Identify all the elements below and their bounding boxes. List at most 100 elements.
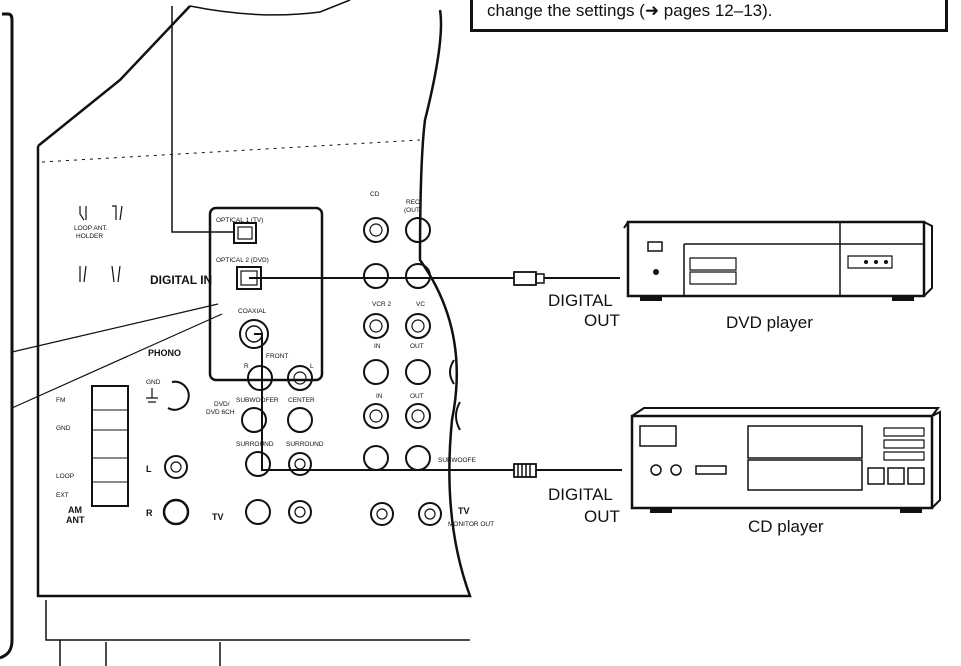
coaxial-jack	[239, 319, 269, 349]
optical1-jack	[233, 222, 257, 244]
tv-monitor-label: TV	[458, 506, 470, 516]
dvd-tray	[847, 255, 893, 269]
cd-player-label: CD player	[748, 517, 824, 536]
surround-l-jack-inner	[294, 458, 306, 470]
dvd-indicator	[653, 269, 659, 275]
cd-r-jack	[363, 217, 389, 243]
coaxial-cable-cd	[254, 333, 514, 471]
callout-bracket	[0, 12, 14, 660]
rec-out-r-jack	[405, 217, 431, 243]
vcr1-in-r-jack	[363, 359, 389, 385]
cd-tray-upper	[747, 425, 863, 459]
optical-plug-dvd	[513, 271, 537, 286]
front-r-jack	[247, 365, 273, 391]
subwoofer-out-label: SUBWOOFE	[438, 457, 477, 464]
dvd-digital-out-label-2: OUT	[584, 311, 620, 330]
dvd-foot-right	[892, 296, 914, 301]
tv-in-l-jack-inner	[170, 461, 182, 473]
settings-note-box: change the settings (➜ pages 12–13).	[470, 0, 948, 32]
vcr2-in-label: IN	[374, 343, 381, 350]
cd-digital-out-label-1: DIGITAL	[548, 485, 613, 504]
am-ant-label-1: AM	[68, 505, 82, 515]
loop-ant-holder-label-1: LOOP ANT.	[74, 225, 108, 232]
tv-l-label: L	[146, 464, 152, 474]
dvd-r-jack	[245, 499, 271, 525]
vcr1-out-l-jack	[405, 403, 431, 429]
cd-digital-out-label-2: OUT	[584, 507, 620, 526]
loop-label: LOOP	[56, 473, 74, 480]
coaxial-plug-grip	[517, 464, 531, 477]
cd-player-top	[631, 407, 941, 509]
cd-r-jack-inner	[369, 223, 383, 237]
dvd-display	[689, 257, 737, 285]
tv-monitor-out-jack	[418, 502, 442, 526]
cd-slot	[695, 465, 727, 475]
dvd-label: DVD/	[214, 401, 230, 408]
dvd-player-label: DVD player	[726, 313, 813, 332]
dvd-l-jack-inner	[294, 506, 306, 518]
dvd-player	[626, 220, 926, 298]
cd-label: CD	[370, 191, 380, 198]
am-ant-label-2: ANT	[66, 515, 85, 525]
cd-foot-left	[650, 508, 672, 513]
monitor-out-label: MONITOR OUT	[448, 521, 494, 528]
loop-ant-holder-marks	[79, 205, 123, 283]
dvd-power-button	[647, 241, 663, 252]
surround-l-label: SURROUND	[286, 441, 324, 448]
vcr2-out-label: OUT	[410, 343, 424, 350]
coaxial-label: COAXIAL	[238, 308, 267, 315]
cd-knob-2	[670, 464, 682, 476]
tv-monitor-out-jack-inner	[424, 508, 436, 520]
vcr1-in-l-jack-inner	[369, 409, 383, 423]
front-l-label: L	[310, 363, 314, 370]
tv-in-r-jack	[162, 498, 190, 526]
vcr1-in-label: IN	[376, 393, 383, 400]
surround-l-jack	[288, 452, 312, 476]
tv-monitor-in-jack	[370, 502, 394, 526]
dvd-button-2	[874, 260, 878, 264]
cd-foot-right	[900, 508, 922, 513]
surround-r-jack	[245, 451, 271, 477]
dvd-player-edge	[623, 221, 933, 297]
dvd-digital-out-label-1: DIGITAL	[548, 291, 613, 310]
tv-r-label: R	[146, 508, 153, 518]
optical1-jack-inner	[237, 226, 253, 240]
vcr2-label: VCR 2	[372, 301, 392, 308]
gnd-ant-label: GND	[56, 425, 71, 432]
settings-note-text: change the settings (➜ pages 12–13).	[487, 1, 773, 20]
receiver-outline	[36, 5, 472, 598]
optical1-cable	[171, 6, 234, 233]
subwoofer-in-jack	[241, 407, 267, 433]
front-l-jack-inner	[293, 371, 307, 385]
receiver-top-edge	[189, 0, 351, 16]
rec-out-label-2: (OUT	[404, 207, 420, 214]
fm-label: FM	[56, 397, 65, 404]
receiver-base	[45, 600, 470, 666]
dvd-6ch-label: DVD 6CH	[206, 409, 235, 416]
vcr1-label: VC	[416, 301, 425, 308]
vcr2-in-jack	[363, 313, 389, 339]
loop-ant-holder-label-2: HOLDER	[76, 233, 103, 240]
front-label: FRONT	[266, 353, 288, 360]
optical-plug-tip	[535, 273, 545, 284]
cd-l-jack	[363, 263, 389, 289]
digital-in-panel	[208, 206, 324, 382]
cd-player	[630, 414, 934, 510]
cd-tray-lower	[747, 459, 863, 491]
cd-buttons-top	[883, 427, 925, 461]
optical2-label: OPTICAL 2 (DVD)	[216, 257, 269, 264]
vcr2-out-jack	[405, 313, 431, 339]
surround-r-label: SURROUND	[236, 441, 274, 448]
digital-in-label: DIGITAL IN	[150, 273, 212, 287]
dvd-button-1	[864, 260, 868, 264]
vcr1-out-label: OUT	[410, 393, 424, 400]
dvd-player-panels	[683, 222, 924, 296]
tv-monitor-in-jack-inner	[376, 508, 388, 520]
vcr1-out-r-jack	[405, 359, 431, 385]
front-l-jack	[287, 365, 313, 391]
callout-lines	[11, 303, 223, 409]
antenna-terminal-dividers	[92, 409, 128, 483]
phono-gnd-terminal	[167, 380, 190, 411]
dvd-l-jack	[288, 500, 312, 524]
